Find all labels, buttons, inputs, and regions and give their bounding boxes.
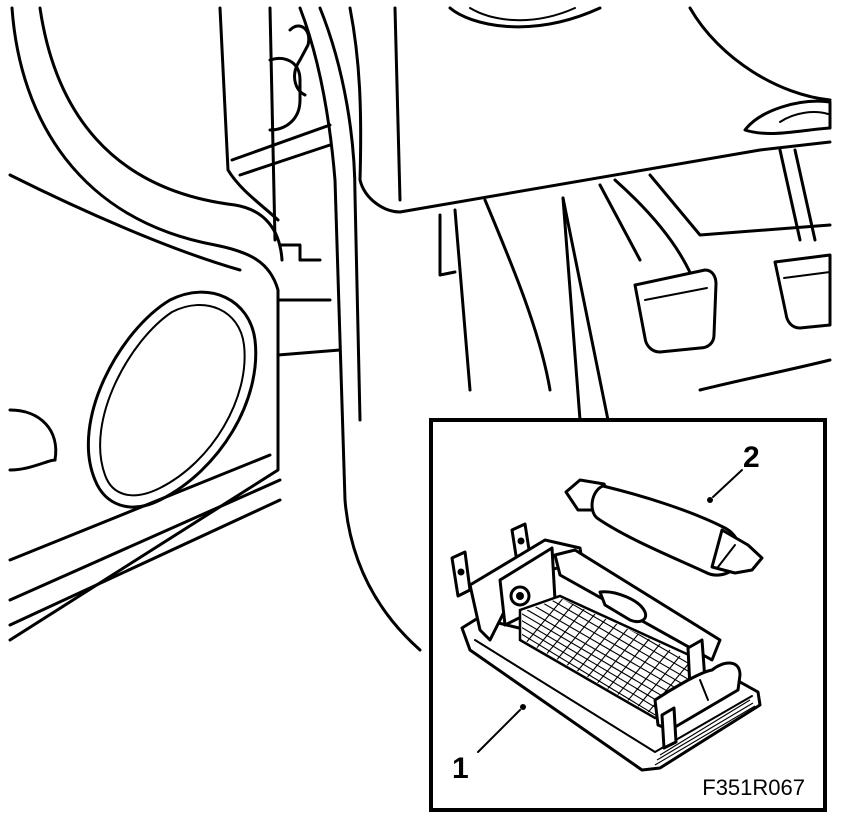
base-hatching — [654, 699, 756, 766]
festoon-bulb — [564, 478, 764, 577]
figure-code: F351R067 — [702, 775, 805, 800]
detail-leader-lines — [561, 196, 610, 422]
callout-1-label: 1 — [452, 752, 469, 785]
vehicle-interior-background — [8, 6, 832, 652]
callout-2-label: 2 — [743, 441, 760, 474]
callout-1: 1 — [452, 704, 526, 785]
detail-inset: 2 1 F351R067 — [429, 418, 827, 812]
callout-2: 2 — [707, 441, 760, 503]
lamp-housing — [450, 522, 762, 772]
